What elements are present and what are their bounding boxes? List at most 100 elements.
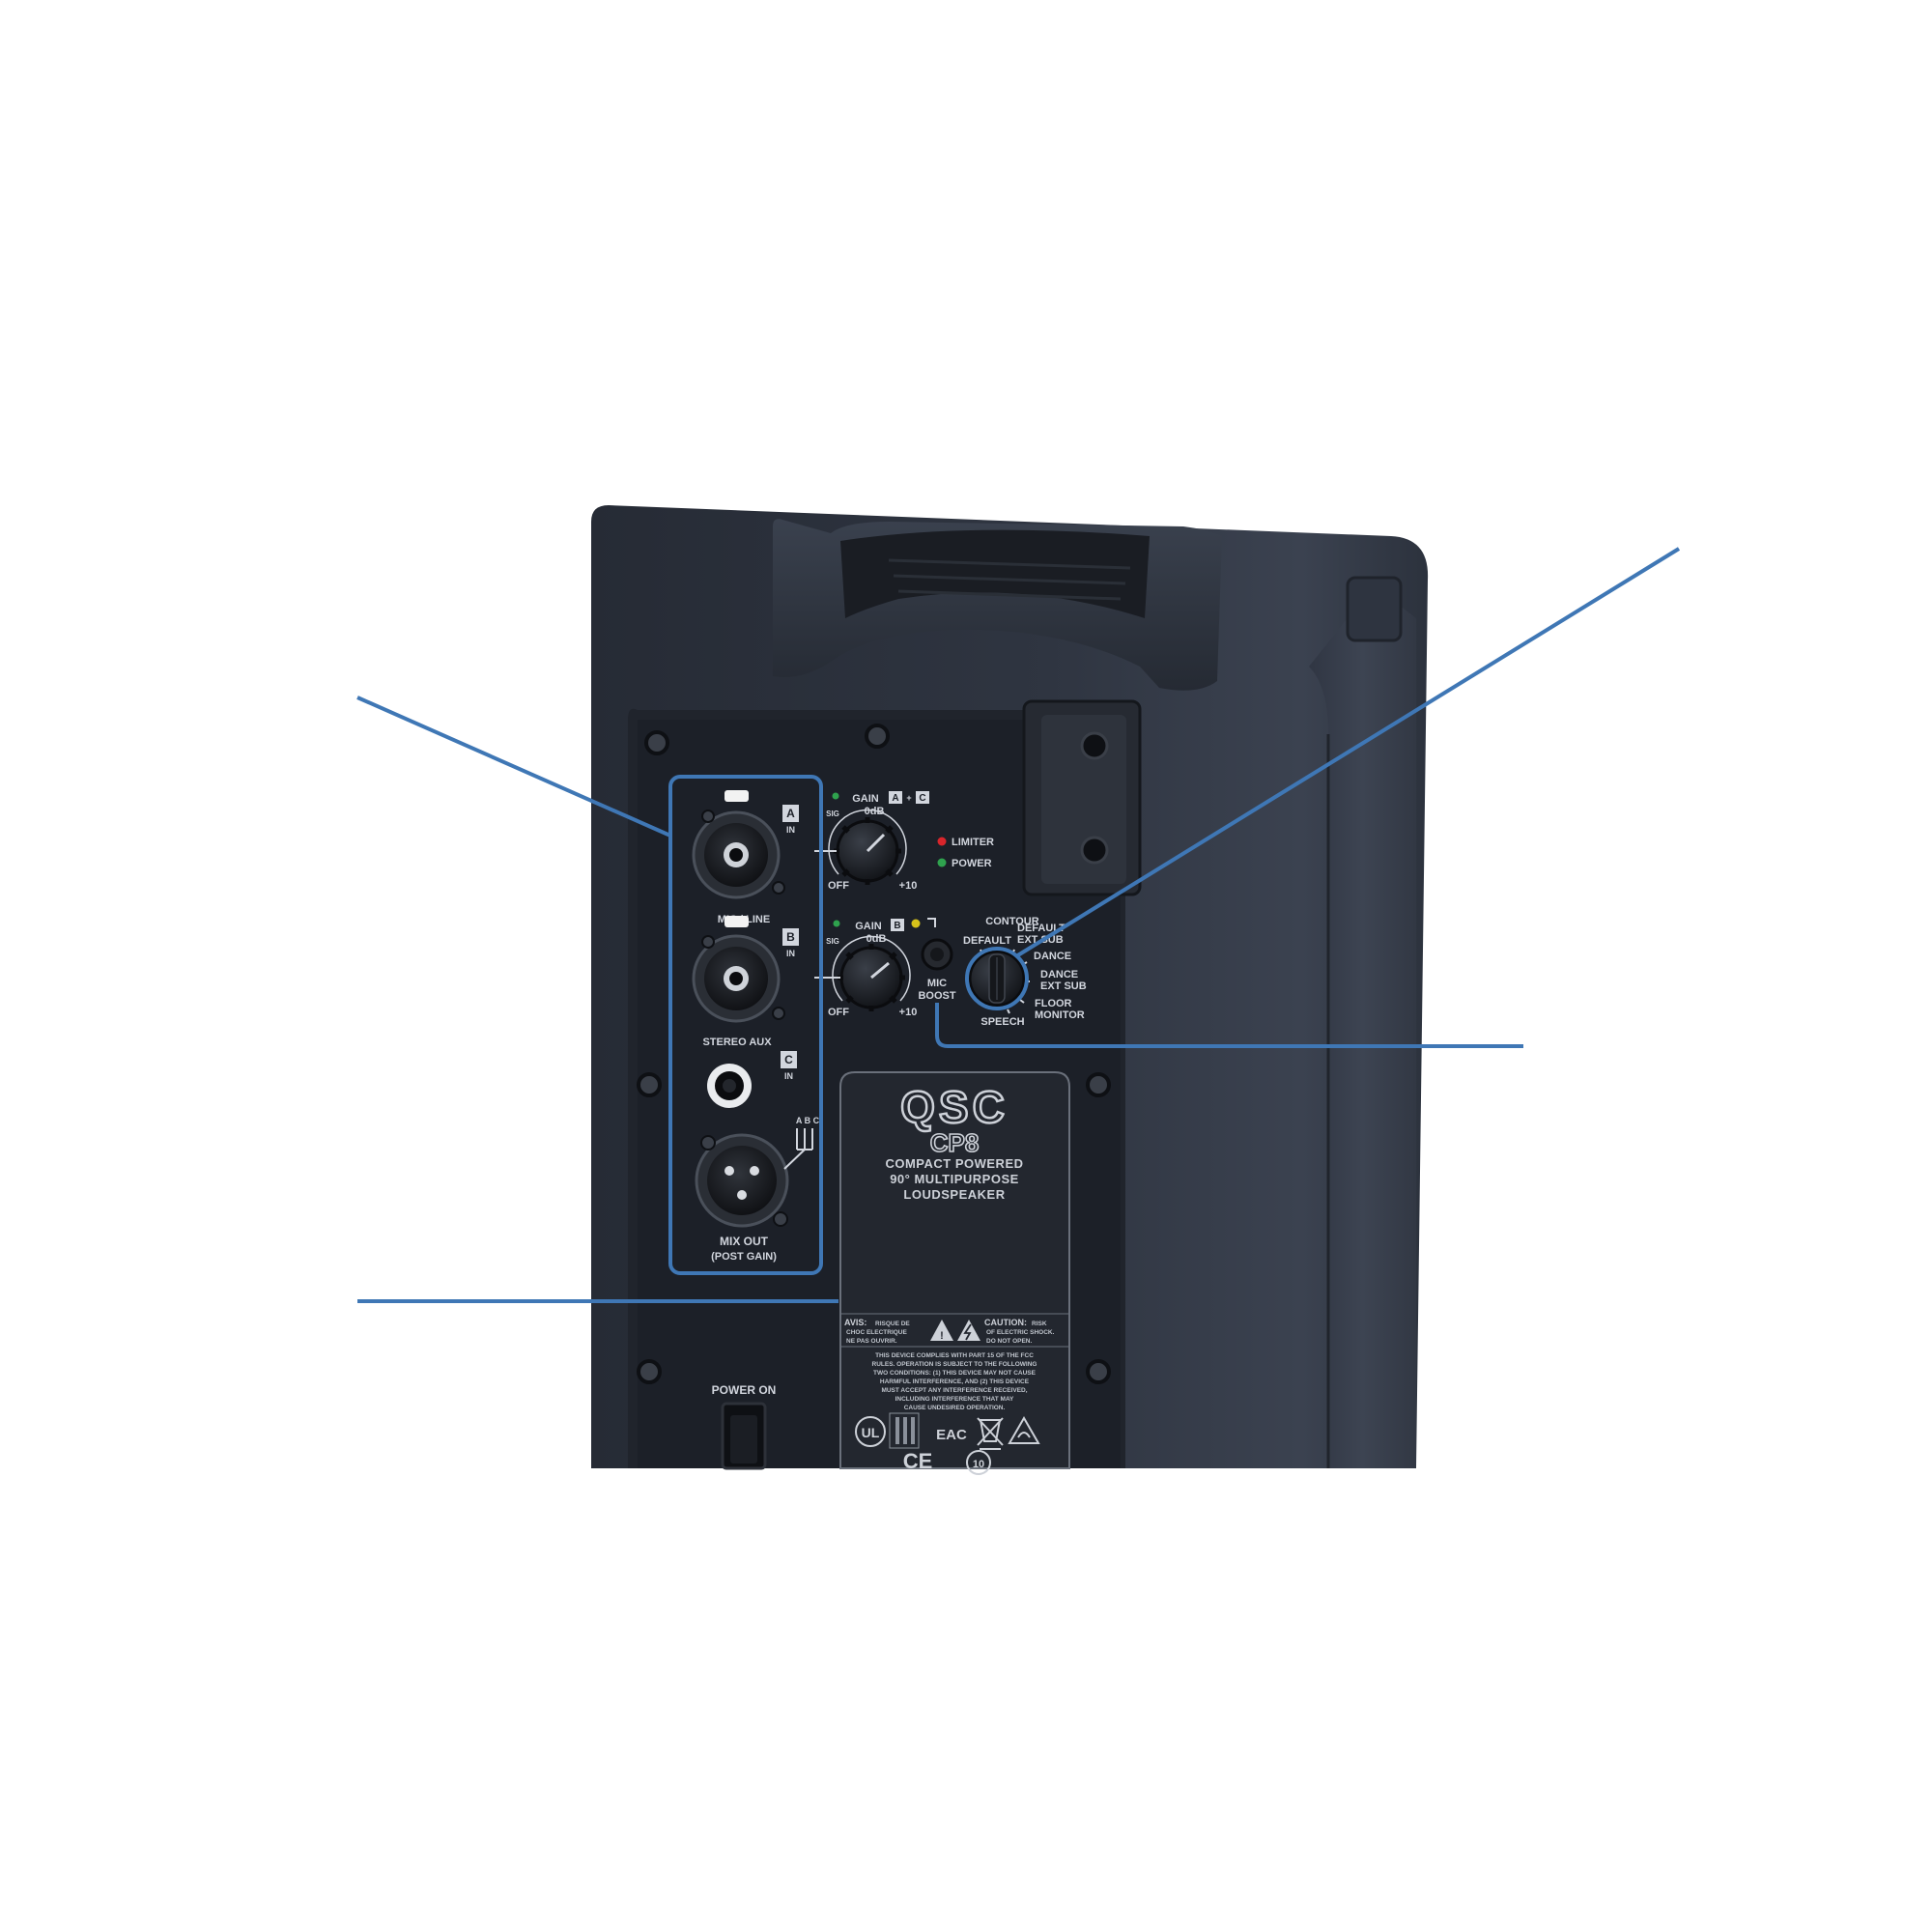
gain-c-tag: C [919,793,925,804]
input-c-quarter-inch-jack[interactable]: C IN [707,1051,797,1108]
rcm-mark-icon [1008,1415,1040,1444]
limiter-led-icon [937,837,947,846]
power-rocker-switch[interactable] [721,1402,767,1470]
fcc-text-2: RULES. OPERATION IS SUBJECT TO THE FOLLO… [872,1361,1037,1368]
mounting-bracket [1022,699,1142,896]
input-a-in-label: IN [786,825,795,835]
inputs-callout-line [356,696,671,838]
gain-ac-0db-label: 0dB [865,806,885,817]
svg-text:!: ! [940,1330,944,1342]
mic-boost-label-2: BOOST [918,990,955,1002]
latch-button-icon[interactable] [724,916,749,927]
caution-text-1: RISK [1032,1321,1047,1327]
mix-out-label: MIX OUT [720,1235,769,1248]
caution-text-2: OF ELECTRIC SHOCK. [986,1329,1055,1336]
mix-out-xlr-jack[interactable]: A B C [695,1116,820,1228]
limiter-label: LIMITER [952,837,994,848]
fcc-text-6: INCLUDING INTERFERENCE THAT MAY [895,1396,1014,1403]
gain-b-0db-label: 0dB [867,933,887,945]
input-b-combo-jack[interactable]: B IN [692,916,799,1023]
bracket-screw-icon [1080,731,1109,760]
mix-routing-label: A B C [796,1116,820,1125]
contour-speech-label: SPEECH [980,1016,1024,1028]
fcc-text-5: MUST ACCEPT ANY INTERFERENCE RECEIVED, [881,1387,1027,1394]
eco-10-text: 10 [973,1459,984,1470]
gain-ac-knob[interactable] [828,809,907,885]
latch-button-icon[interactable] [724,790,749,802]
screw-icon [1086,1359,1111,1384]
svg-text:+: + [906,793,911,803]
inputs-highlight-box [668,775,823,1275]
plate-line-1: COMPACT POWERED [885,1156,1023,1171]
gain-b-max-label: +10 [899,1007,918,1018]
caution-text-3: DO NOT OPEN. [986,1338,1033,1345]
ul-mark-text: UL [862,1425,880,1440]
mix-routing-icon [783,1128,813,1170]
weee-bin-icon [977,1417,1004,1450]
callout-overlays [356,547,1681,1303]
power-on-label: POWER ON [712,1383,777,1397]
input-c-in-label: IN [784,1071,793,1081]
fcc-text-4: HARMFUL INTERFERENCE, AND (2) THIS DEVIC… [880,1378,1030,1385]
power-led-icon [937,858,947,867]
model-name: CP8 [930,1128,980,1157]
warning-triangle-icon [930,1320,953,1341]
sig-led-b-icon [833,920,840,927]
power-led-label: POWER [952,858,992,869]
gain-ac-title: GAIN [852,793,879,805]
screw-icon [637,1359,662,1384]
contour-highlight-circle [965,947,1029,1010]
gain-ac-off-label: OFF [828,880,849,892]
input-c-badge: C [784,1053,793,1066]
fcc-text-3: TWO CONDITIONS: (1) THIS DEVICE MAY NOT … [873,1370,1037,1377]
fcc-text-7: CAUSE UNDESIRED OPERATION. [904,1405,1006,1411]
screw-icon [1086,1072,1111,1097]
contour-dance-label: DANCE [1034,951,1071,962]
mic-boost-label-1: MIC [927,978,947,989]
panel-screws [637,724,1111,1384]
ul-mark-icon [855,1416,886,1447]
input-b-in-label: IN [786,949,795,958]
screw-icon [865,724,890,749]
avis-text-1: RISQUE DE [875,1321,910,1327]
contour-title: CONTOUR [985,916,1038,927]
eac-mark: EAC [936,1427,967,1443]
contour-floor-monitor-label-1: FLOOR [1035,998,1072,1009]
input-a-badge: A [786,807,795,820]
stereo-aux-label: STEREO AUX [702,1037,772,1048]
qsc-logo: QSC [900,1082,1009,1132]
post-gain-label: (POST GAIN) [711,1251,777,1263]
avis-text-3: NE PAS OUVRIR. [846,1338,897,1345]
screw-icon [637,1072,662,1097]
gain-b-off-label: OFF [828,1007,849,1018]
mic-boost-bracket-icon [927,918,936,927]
sig-label-a: SIG [826,810,839,818]
mic-boost-callout-line [935,1003,1523,1048]
input-a-combo-jack[interactable]: A IN [692,790,799,899]
lightning-triangle-icon [957,1320,980,1341]
contour-rotary-selector[interactable] [968,949,1030,1014]
avis-text-2: CHOC ELECTRIQUE [846,1329,908,1336]
avis-title: AVIS: [844,1318,867,1327]
eco-10-mark-icon [966,1450,991,1475]
contour-floor-monitor-label-2: MONITOR [1035,1009,1085,1021]
input-b-badge: B [786,930,795,944]
ce-mark: CE [903,1449,933,1473]
bracket-screw-icon [1080,836,1109,865]
sig-led-a-icon [832,792,839,800]
gain-b-tag: B [894,921,900,931]
mic-boost-led-icon [911,919,921,928]
gain-b-title: GAIN [855,921,882,932]
gain-ac-max-label: +10 [899,880,918,892]
plate-line-3: LOUDSPEAKER [903,1187,1005,1202]
plate-line-2: 90° MULTIPURPOSE [890,1172,1019,1186]
contour-dance-ext-sub-label-2: EXT SUB [1040,980,1087,992]
contour-dance-ext-sub-label-1: DANCE [1040,969,1078,980]
fcc-text-1: THIS DEVICE COMPLIES WITH PART 15 OF THE… [875,1352,1034,1359]
product-info-plate: QSC CP8 COMPACT POWERED 90° MULTIPURPOSE… [839,1071,1070,1475]
sig-label-b: SIG [826,937,839,946]
contour-callout-line [1014,547,1681,958]
mic-boost-button[interactable] [921,938,953,971]
